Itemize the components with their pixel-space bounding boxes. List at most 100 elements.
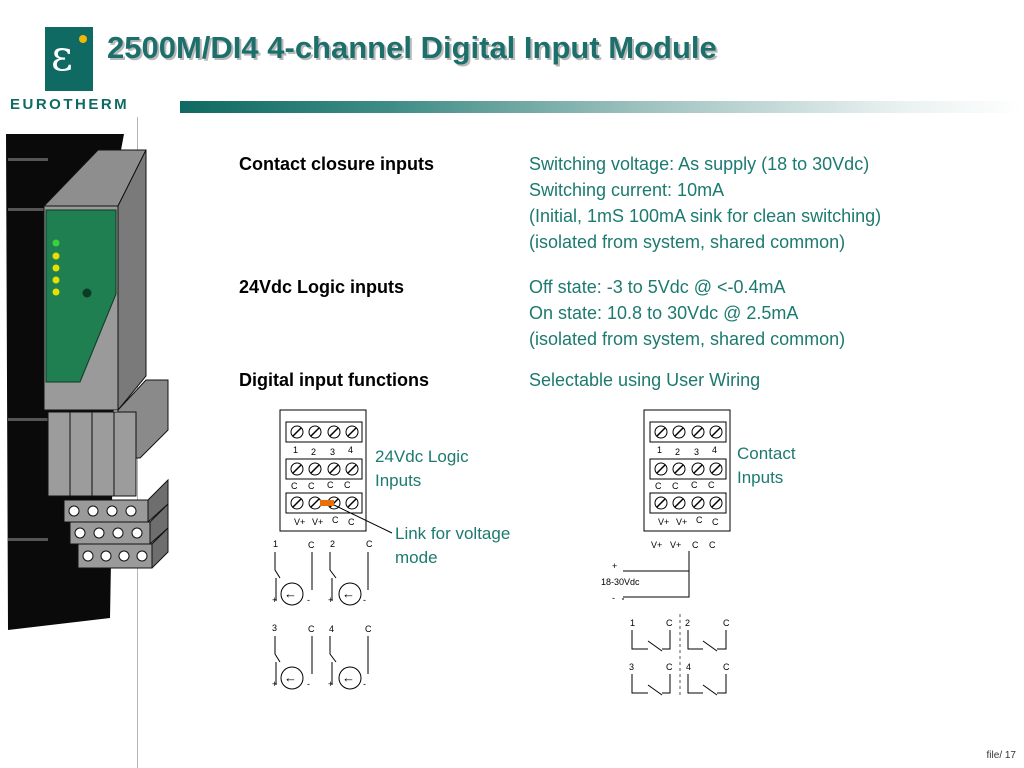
svg-text:-: - <box>612 593 615 603</box>
caption-line: 24Vdc Logic <box>375 447 469 466</box>
svg-text:+: + <box>272 595 277 605</box>
screw-slot <box>711 464 721 474</box>
terminal-label: C <box>291 481 298 491</box>
screw-slot <box>693 427 703 437</box>
spec-lines-contact: Switching voltage: As supply (18 to 30Vd… <box>529 151 881 255</box>
svg-text:2: 2 <box>685 618 690 628</box>
svg-text:18-30Vdc: 18-30Vdc <box>601 577 640 587</box>
terminal-label: C <box>712 517 719 527</box>
source-3: 3 C ← + - <box>272 623 315 690</box>
screw-slot <box>656 427 666 437</box>
terminal-label: C <box>332 515 339 525</box>
caption-line: Inputs <box>737 468 784 487</box>
screw-slot <box>693 498 703 508</box>
source-4: 4 C ← + - <box>328 624 372 690</box>
screw-slot <box>674 464 684 474</box>
svg-text:+: + <box>328 595 333 605</box>
source-2: 2 C ← + - <box>328 539 373 606</box>
svg-text:-: - <box>363 679 366 689</box>
led-3 <box>52 276 60 284</box>
screw-slot <box>674 427 684 437</box>
contact-switch-4: 4 C <box>686 662 730 696</box>
screw-slot <box>329 464 339 474</box>
title-rule-bar <box>180 101 1024 113</box>
screw-slot <box>674 498 684 508</box>
terminal-label: C <box>308 481 315 491</box>
screw-slot <box>656 498 666 508</box>
screw-slot <box>310 498 320 508</box>
led-1 <box>52 252 60 260</box>
terminal-label: 1 <box>293 445 298 455</box>
voltage-link <box>320 500 334 506</box>
svg-text:C: C <box>666 618 673 628</box>
svg-text:-: - <box>363 595 366 605</box>
svg-text:+: + <box>612 561 617 571</box>
contact-switch-1: 1 C <box>630 618 673 652</box>
terminal-label: 2 <box>675 447 680 457</box>
terminal-label: C <box>344 480 351 490</box>
screw-slot <box>693 464 703 474</box>
logo-glyph: ε <box>51 31 73 80</box>
svg-text:1: 1 <box>630 618 635 628</box>
supply-wiring: V+ V+ C C + 18-30Vdc - <box>601 540 716 695</box>
page-number: file/ 17 <box>986 750 1016 761</box>
terminal-label: C <box>708 480 715 490</box>
screw-slot <box>310 464 320 474</box>
svg-text:-: - <box>307 679 310 689</box>
contact-switch-3: 3 C <box>629 662 673 696</box>
page-title: 2500M/DI4 4-channel Digital Input Module <box>107 30 717 65</box>
svg-text:1: 1 <box>273 539 278 549</box>
module-illustration <box>6 134 169 630</box>
svg-text:←: ← <box>342 670 355 685</box>
led-4 <box>52 288 60 296</box>
svg-text:C: C <box>365 624 372 634</box>
screw-slot <box>656 464 666 474</box>
spec-line: Switching voltage: As supply (18 to 30Vd… <box>529 154 870 174</box>
screw-slot <box>347 427 357 437</box>
terminal-label: 1 <box>657 445 662 455</box>
svg-text:3: 3 <box>272 623 277 633</box>
screw-slot <box>347 464 357 474</box>
logic-caption: 24Vdc Logic Inputs <box>375 445 469 493</box>
svg-text:C: C <box>308 624 315 634</box>
spec-line: (isolated from system, shared common) <box>529 232 846 252</box>
terminal-label: C <box>655 481 662 491</box>
spec-line: Off state: -3 to 5Vdc @ <-0.4mA <box>529 277 786 297</box>
terminal-label: 2 <box>311 447 316 457</box>
caption-line: Inputs <box>375 471 422 490</box>
svg-text:C: C <box>366 539 373 549</box>
module-green-panel <box>45 209 117 383</box>
svg-text:V+: V+ <box>670 540 681 550</box>
svg-text:←: ← <box>284 586 297 601</box>
contact-caption: Contact Inputs <box>737 442 796 490</box>
screw-slot <box>292 427 302 437</box>
spec-line: Switching current: 10mA <box>529 180 725 200</box>
spec-lines-logic: Off state: -3 to 5Vdc @ <-0.4mA On state… <box>529 274 845 352</box>
screw-slot <box>711 427 721 437</box>
screw-slot <box>292 498 302 508</box>
caption-line: mode <box>395 548 438 567</box>
terminal-label: V+ <box>294 517 305 527</box>
svg-text:←: ← <box>284 670 297 685</box>
terminal-label: C <box>348 517 355 527</box>
source-1: 1 C ← + - <box>272 539 315 606</box>
spec-line: On state: 10.8 to 30Vdc @ 2.5mA <box>529 303 799 323</box>
svg-text:C: C <box>308 540 315 550</box>
svg-text:C: C <box>692 540 699 550</box>
terminal-block-3 <box>77 526 169 569</box>
terminal-label: 3 <box>694 447 699 457</box>
svg-text:C: C <box>723 662 730 672</box>
spec-heading-contact: Contact closure inputs <box>239 154 435 174</box>
eurotherm-logo: ε <box>45 27 93 91</box>
terminal-label: 4 <box>348 445 353 455</box>
terminal-label: C <box>691 480 698 490</box>
screw-slot <box>329 427 339 437</box>
svg-text:+: + <box>328 679 333 689</box>
contact-wiring-diagram: 1 2 3 4 C C C C V+ V+ C C V+ V+ C C + 18… <box>601 409 731 696</box>
screw-slot <box>347 498 357 508</box>
terminal-label: V+ <box>312 517 323 527</box>
link-caption: Link for voltage mode <box>395 522 510 570</box>
svg-text:3: 3 <box>629 662 634 672</box>
terminal-label: V+ <box>676 517 687 527</box>
led-green <box>52 239 60 247</box>
